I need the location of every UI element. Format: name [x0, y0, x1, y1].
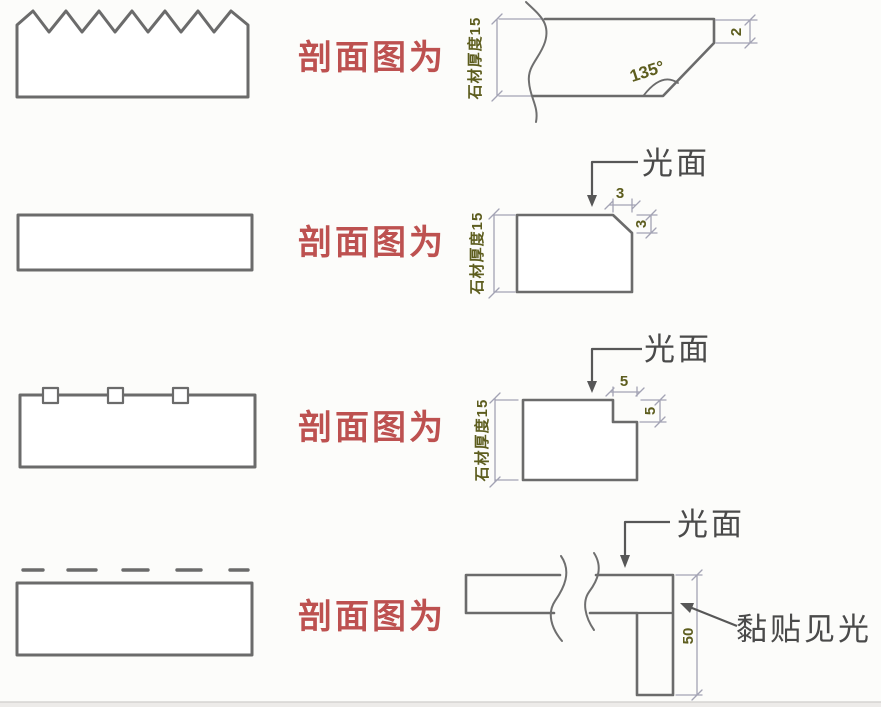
- row-1: 剖面图为 石材厚度15 135° 2: [15, 1, 758, 123]
- row-4-caption: 剖面图为: [298, 598, 446, 636]
- row-1-caption: 剖面图为: [298, 39, 446, 77]
- surface-leader-line: [590, 160, 638, 197]
- notch-height-value: 5: [642, 407, 659, 415]
- row-3: 剖面图为 光面 石材厚度15 5 5: [18, 332, 712, 488]
- break-line: [584, 552, 600, 631]
- paste-note-label: 黏贴见光: [736, 612, 872, 647]
- thickness-label: 石材厚度15: [468, 212, 486, 296]
- slab-left-part: [464, 573, 562, 615]
- grooved-elevation-shape: [18, 393, 257, 469]
- chamfered-section-shape: [515, 213, 634, 294]
- row-2-section: 光面 石材厚度15 3 3: [468, 146, 710, 299]
- notch-width-value: 5: [620, 373, 628, 390]
- smooth-surface-label: 光面: [644, 332, 712, 367]
- plain-elevation-shape: [15, 581, 254, 657]
- thickness-label: 石材厚度15: [473, 399, 491, 483]
- row-4: 剖面图为 光面 50 黏贴见光: [15, 507, 872, 701]
- down-arrow-icon: [620, 555, 630, 568]
- thickness-dimension-line: [489, 392, 519, 488]
- slab-right-and-return-shape: [588, 573, 675, 697]
- up-left-arrow-icon: [680, 603, 694, 613]
- notch-width-dimension-line: [605, 386, 645, 397]
- surface-leader-line: [623, 520, 670, 557]
- zigzag-elevation-shape: [15, 9, 250, 99]
- smooth-surface-label: 光面: [677, 507, 745, 542]
- chamfer-height-dimension-line: [636, 209, 658, 239]
- beveled-edge-section-shape: [531, 17, 716, 98]
- notched-section-shape: [521, 398, 639, 482]
- row-2-caption: 剖面图为: [298, 224, 446, 262]
- break-line: [549, 555, 568, 642]
- row-1-section: 石材厚度15 135° 2: [466, 1, 758, 123]
- chamfer-height-value: 3: [633, 220, 650, 228]
- edge-dimension-line: [715, 14, 758, 49]
- notch-height-dimension-line: [639, 394, 667, 428]
- edge-dimension-value: 2: [728, 28, 745, 36]
- anchor-square: [171, 386, 190, 405]
- down-arrow-icon: [587, 381, 597, 393]
- down-arrow-icon: [587, 195, 597, 207]
- bottom-band: [0, 702, 881, 707]
- return-height-dimension-line: [675, 569, 703, 701]
- row-3-caption: 剖面图为: [298, 409, 446, 447]
- thickness-label: 石材厚度15: [466, 17, 484, 101]
- thickness-dimension-line: [488, 208, 516, 299]
- anchor-square: [41, 386, 60, 405]
- chamfer-width-value: 3: [616, 185, 624, 202]
- break-line: [525, 1, 548, 123]
- chamfer-width-dimension-line: [604, 198, 641, 213]
- thickness-dimension-line: [491, 13, 547, 102]
- angle-arc: [643, 78, 679, 96]
- row-2: 剖面图为 光面 石材厚度15 3 3: [16, 146, 710, 299]
- row-3-section: 光面 石材厚度15 5 5: [473, 332, 712, 488]
- return-height-value: 50: [680, 628, 697, 645]
- anchor-square: [106, 386, 125, 405]
- row-4-section: 光面 50 黏贴见光: [464, 507, 872, 701]
- surface-leader-line: [590, 347, 642, 383]
- smooth-surface-label: 光面: [642, 146, 710, 181]
- plain-elevation-shape: [16, 213, 254, 272]
- note-leader-line: [686, 604, 738, 628]
